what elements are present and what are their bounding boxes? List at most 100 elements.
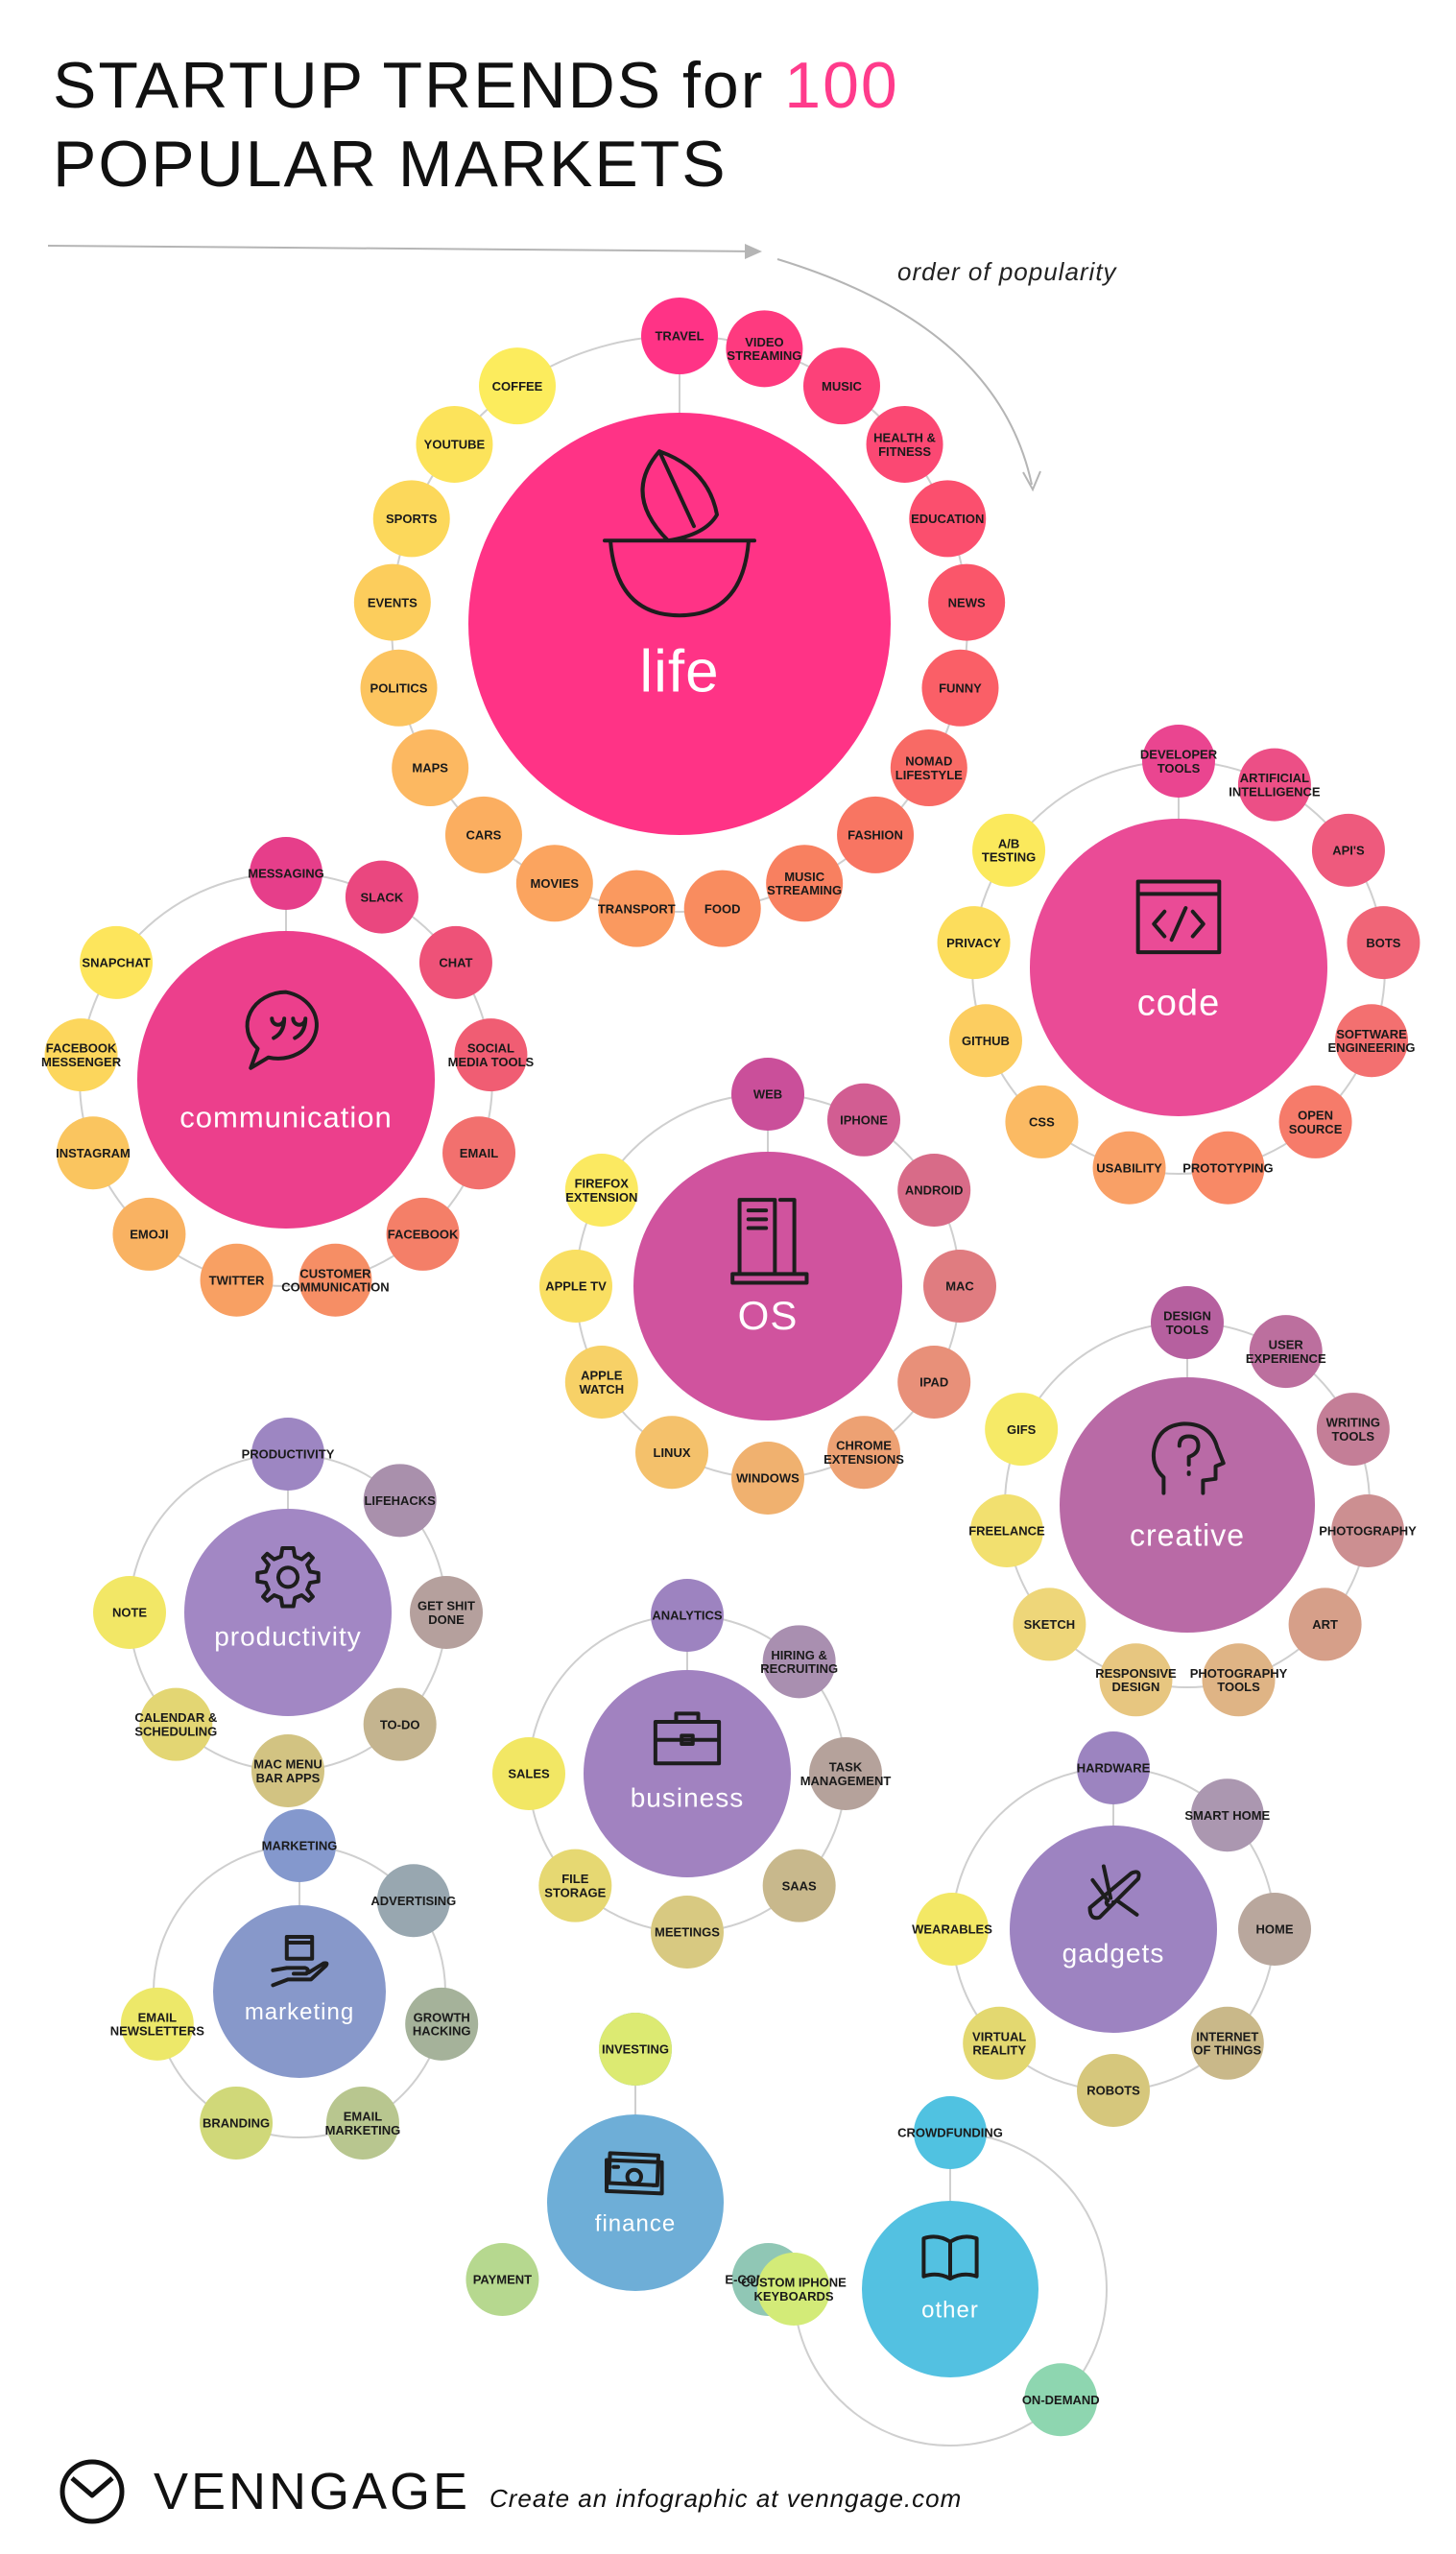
- market-node[interactable]: API'S: [1311, 813, 1385, 887]
- market-bubble[interactable]: [444, 796, 522, 873]
- market-node[interactable]: SAAS: [762, 1849, 836, 1922]
- market-bubble[interactable]: [1278, 1085, 1352, 1158]
- market-node[interactable]: INVESTING: [599, 2013, 672, 2086]
- market-bubble[interactable]: [837, 796, 915, 873]
- market-node[interactable]: HIRING &RECRUITING: [760, 1625, 838, 1699]
- market-bubble[interactable]: [757, 2253, 830, 2326]
- market-node[interactable]: SKETCH: [1013, 1587, 1086, 1661]
- market-bubble[interactable]: [564, 1346, 638, 1419]
- market-bubble[interactable]: [599, 2013, 672, 2086]
- hub-circle[interactable]: [468, 413, 891, 835]
- market-bubble[interactable]: [1151, 1286, 1224, 1359]
- market-bubble[interactable]: [802, 347, 880, 425]
- market-bubble[interactable]: [766, 845, 844, 922]
- market-node[interactable]: BOTS: [1347, 906, 1420, 980]
- market-bubble[interactable]: [1331, 1494, 1405, 1568]
- market-node[interactable]: USABILITY: [1092, 1131, 1166, 1205]
- market-bubble[interactable]: [1092, 1131, 1166, 1205]
- market-bubble[interactable]: [405, 1987, 479, 2061]
- market-bubble[interactable]: [928, 563, 1006, 641]
- market-bubble[interactable]: [1191, 1131, 1265, 1205]
- market-bubble[interactable]: [251, 1418, 324, 1491]
- market-bubble[interactable]: [1077, 1731, 1150, 1804]
- market-node[interactable]: ROBOTS: [1077, 2054, 1150, 2127]
- market-node[interactable]: CSS: [1005, 1085, 1079, 1158]
- market-node[interactable]: MUSIC: [802, 347, 880, 425]
- market-bubble[interactable]: [418, 925, 492, 999]
- market-bubble[interactable]: [651, 1896, 724, 1969]
- market-bubble[interactable]: [1249, 1315, 1323, 1389]
- market-node[interactable]: NOTE: [93, 1576, 166, 1649]
- market-bubble[interactable]: [251, 1734, 324, 1807]
- hub-circle[interactable]: [184, 1509, 392, 1716]
- market-bubble[interactable]: [112, 1197, 186, 1271]
- market-node[interactable]: BRANDING: [200, 2086, 274, 2160]
- market-bubble[interactable]: [564, 1154, 638, 1227]
- market-node[interactable]: FOOD: [683, 870, 761, 947]
- market-bubble[interactable]: [442, 1116, 516, 1190]
- market-bubble[interactable]: [866, 405, 943, 483]
- market-bubble[interactable]: [360, 649, 438, 727]
- market-bubble[interactable]: [762, 1849, 836, 1922]
- market-bubble[interactable]: [1013, 1587, 1086, 1661]
- market-bubble[interactable]: [937, 906, 1011, 980]
- market-bubble[interactable]: [250, 837, 322, 910]
- market-node[interactable]: SMART HOME: [1184, 1778, 1271, 1852]
- hub-circle[interactable]: [547, 2114, 724, 2291]
- market-node[interactable]: LIFEHACKS: [363, 1464, 437, 1538]
- market-node[interactable]: COFFEE: [479, 347, 557, 425]
- market-bubble[interactable]: [263, 1809, 336, 1882]
- market-node[interactable]: SNAPCHAT: [80, 925, 154, 999]
- market-node[interactable]: SLACK: [345, 860, 418, 934]
- hub-circle[interactable]: [1010, 1826, 1217, 2033]
- market-node[interactable]: ANALYTICS: [651, 1579, 724, 1652]
- market-node[interactable]: NEWS: [928, 563, 1006, 641]
- market-bubble[interactable]: [948, 1004, 1022, 1078]
- market-bubble[interactable]: [598, 870, 676, 947]
- market-node[interactable]: TWITTER: [200, 1243, 274, 1317]
- market-node[interactable]: EDUCATION: [909, 480, 987, 558]
- market-node[interactable]: WINDOWS: [731, 1442, 804, 1515]
- market-bubble[interactable]: [56, 1116, 130, 1190]
- market-bubble[interactable]: [410, 1576, 483, 1649]
- market-node[interactable]: FASHION: [837, 796, 915, 873]
- market-bubble[interactable]: [479, 347, 557, 425]
- market-node[interactable]: EMAIL: [442, 1116, 516, 1190]
- market-node[interactable]: IPAD: [897, 1346, 971, 1419]
- market-node[interactable]: MESSAGING: [248, 837, 324, 910]
- market-bubble[interactable]: [200, 2086, 274, 2160]
- hub-circle[interactable]: [137, 931, 435, 1229]
- market-node[interactable]: EMOJI: [112, 1197, 186, 1271]
- market-bubble[interactable]: [683, 870, 761, 947]
- market-node[interactable]: ART: [1288, 1587, 1362, 1661]
- market-bubble[interactable]: [827, 1416, 900, 1490]
- market-node[interactable]: WEARABLES: [912, 1893, 992, 1966]
- market-node[interactable]: CROWDFUNDING: [897, 2096, 1003, 2169]
- market-bubble[interactable]: [1190, 1778, 1264, 1852]
- market-node[interactable]: SPORTS: [372, 480, 450, 558]
- hub-circle[interactable]: [584, 1670, 791, 1877]
- market-bubble[interactable]: [1237, 748, 1311, 822]
- market-bubble[interactable]: [923, 1250, 996, 1323]
- market-node[interactable]: FACEBOOK: [386, 1197, 460, 1271]
- market-bubble[interactable]: [80, 925, 154, 999]
- market-node[interactable]: CARS: [444, 796, 522, 873]
- market-node[interactable]: CHAT: [418, 925, 492, 999]
- market-bubble[interactable]: [139, 1687, 213, 1761]
- market-bubble[interactable]: [916, 1893, 989, 1966]
- market-node[interactable]: ADVERTISING: [370, 1864, 456, 1938]
- market-node[interactable]: MEETINGS: [651, 1896, 724, 1969]
